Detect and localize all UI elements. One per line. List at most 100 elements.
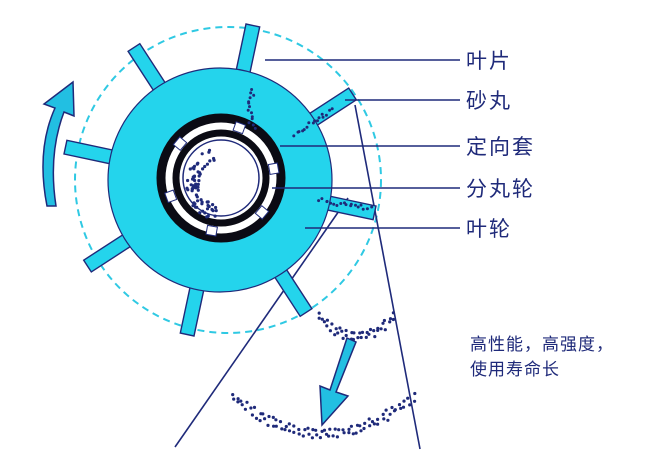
shot-stream-particle	[397, 403, 402, 407]
shot-stream-particle	[358, 424, 362, 428]
shot-particle	[205, 162, 209, 166]
shot-particle	[205, 207, 210, 211]
shot-particle	[195, 162, 199, 166]
shot-stream-particle	[406, 396, 410, 400]
shot-particle	[251, 123, 255, 127]
shot-particle	[248, 96, 252, 100]
cage-window-2	[267, 162, 280, 175]
shot-particle	[365, 207, 369, 211]
shot-stream-particle	[314, 428, 318, 432]
shot-particle	[247, 121, 251, 125]
shot-stream-particle	[311, 428, 315, 432]
shot-stream-particle	[376, 417, 380, 421]
shot-particle	[188, 167, 192, 171]
shot-stream-particle	[359, 429, 363, 433]
shot-stream-particle	[382, 318, 386, 323]
shot-stream-particle	[362, 426, 366, 431]
shot-particle	[320, 112, 324, 116]
shot-stream-particle	[384, 408, 388, 412]
shot-stream-particle	[301, 434, 305, 438]
shot-stream-particle	[333, 333, 337, 337]
shot-particle	[302, 128, 306, 132]
shot-particle	[297, 130, 301, 134]
shot-particle	[211, 203, 215, 207]
shot-particle	[214, 205, 218, 210]
shot-particle	[316, 119, 319, 123]
shot-stream-particle	[356, 336, 360, 340]
shot-stream-particle	[287, 429, 292, 433]
shot-particle	[328, 108, 332, 112]
shot-stream-particle	[372, 329, 376, 333]
shot-stream-particle	[287, 422, 291, 426]
shot-stream-particle	[263, 417, 267, 421]
stream-boundary-left	[174, 197, 349, 448]
shot-stream-particle	[325, 318, 329, 322]
shot-particle	[199, 198, 203, 202]
shot-stream-particle	[358, 331, 362, 335]
shot-stream-particle	[388, 317, 393, 321]
shot-stream-particle	[341, 336, 345, 340]
shot-particle	[370, 205, 374, 209]
shot-stream-particle	[250, 413, 254, 417]
shot-stream-particle	[320, 429, 324, 433]
shot-particle	[206, 200, 210, 204]
shot-stream-particle	[359, 335, 363, 340]
shot-stream-particle	[306, 426, 310, 430]
shot-stream-particle	[388, 412, 392, 416]
rotation-arrow-icon	[42, 80, 75, 207]
shot-stream-particle	[252, 405, 257, 409]
shot-stream-particle	[317, 316, 321, 320]
shot-stream-particle	[297, 427, 301, 432]
cage-windows-group	[164, 121, 280, 237]
shot-particle	[186, 178, 190, 183]
shot-stream-particle	[324, 432, 329, 436]
shot-stream-particle	[344, 328, 348, 333]
shot-particle	[191, 175, 195, 179]
shot-stream-particle	[391, 317, 395, 322]
shot-particle	[203, 211, 207, 215]
shot-stream-particle	[386, 418, 390, 422]
shot-particle	[332, 202, 336, 206]
shot-stream-particle	[266, 423, 270, 427]
shot-particle	[344, 203, 348, 207]
shot-particle	[201, 167, 205, 171]
shot-stream-particle	[320, 317, 324, 321]
label-blade: 叶片	[466, 49, 512, 73]
shot-particle	[185, 186, 189, 190]
shot-stream-particle	[390, 405, 394, 410]
blade-tip-path-circle	[74, 26, 382, 334]
shot-stream-particle	[367, 332, 371, 336]
shot-stream-particle	[271, 415, 275, 419]
shot-particle	[317, 199, 321, 203]
shot-particle	[329, 201, 333, 205]
shot-stream-particle	[261, 412, 265, 416]
shot-stream-particle	[349, 424, 353, 428]
shot-stream-particle	[372, 422, 376, 426]
stream-boundary-right	[354, 104, 421, 450]
shot-particle	[196, 170, 200, 174]
shot-particle	[196, 185, 200, 189]
shot-stream-particle	[249, 406, 253, 410]
shot-stream-particle	[280, 427, 284, 431]
shot-stream-particle	[413, 399, 417, 403]
shot-stream-particle	[231, 393, 235, 397]
shot-stream-particle	[388, 320, 392, 324]
shot-stream-particle	[303, 428, 307, 432]
shot-particle	[193, 178, 197, 183]
shot-stream-particle	[315, 433, 319, 437]
shot-stream-particle	[351, 432, 355, 436]
shot-stream-particle	[254, 416, 259, 420]
shot-particle	[197, 174, 201, 178]
shot-stream-particle	[284, 424, 288, 429]
shot-stream-particle	[328, 427, 332, 431]
shot-particle	[359, 203, 363, 207]
shot-particle	[311, 121, 315, 125]
shot-particle	[212, 156, 216, 161]
shot-particle	[250, 88, 254, 91]
shot-particle	[248, 105, 251, 109]
shot-stream-particle	[376, 328, 380, 332]
shot-particle	[246, 108, 250, 112]
shot-particle	[192, 164, 197, 168]
